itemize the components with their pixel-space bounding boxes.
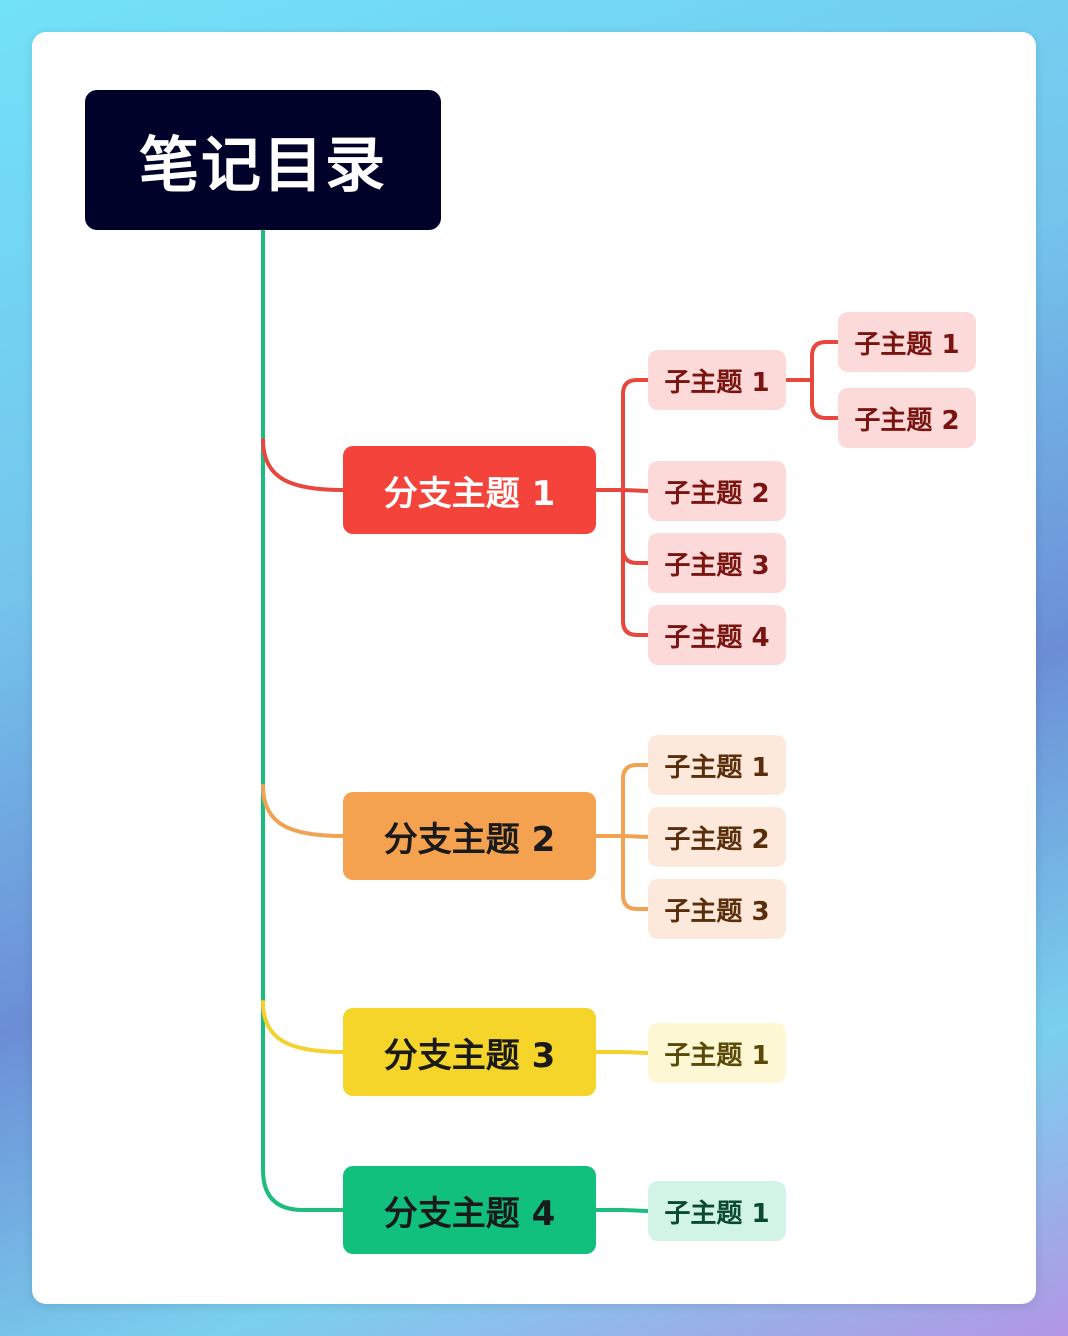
subtopic-1-3[interactable]: 子主题 3 [648, 533, 786, 593]
subtopic-3-1[interactable]: 子主题 1 [648, 1023, 786, 1083]
subtopic-1-2[interactable]: 子主题 2 [648, 461, 786, 521]
branch-topic-3[interactable]: 分支主题 3 [343, 1008, 596, 1096]
root-topic[interactable]: 笔记目录 [85, 90, 441, 230]
branch-topic-4[interactable]: 分支主题 4 [343, 1166, 596, 1254]
subtopic-2-1[interactable]: 子主题 1 [648, 735, 786, 795]
branch-topic-1[interactable]: 分支主题 1 [343, 446, 596, 534]
subtopic-1-1-1[interactable]: 子主题 1 [838, 312, 976, 372]
subtopic-4-1[interactable]: 子主题 1 [648, 1181, 786, 1241]
subtopic-1-1[interactable]: 子主题 1 [648, 350, 786, 410]
subtopic-1-1-2[interactable]: 子主题 2 [838, 388, 976, 448]
subtopic-2-2[interactable]: 子主题 2 [648, 807, 786, 867]
subtopic-2-3[interactable]: 子主题 3 [648, 879, 786, 939]
subtopic-1-4[interactable]: 子主题 4 [648, 605, 786, 665]
branch-topic-2[interactable]: 分支主题 2 [343, 792, 596, 880]
